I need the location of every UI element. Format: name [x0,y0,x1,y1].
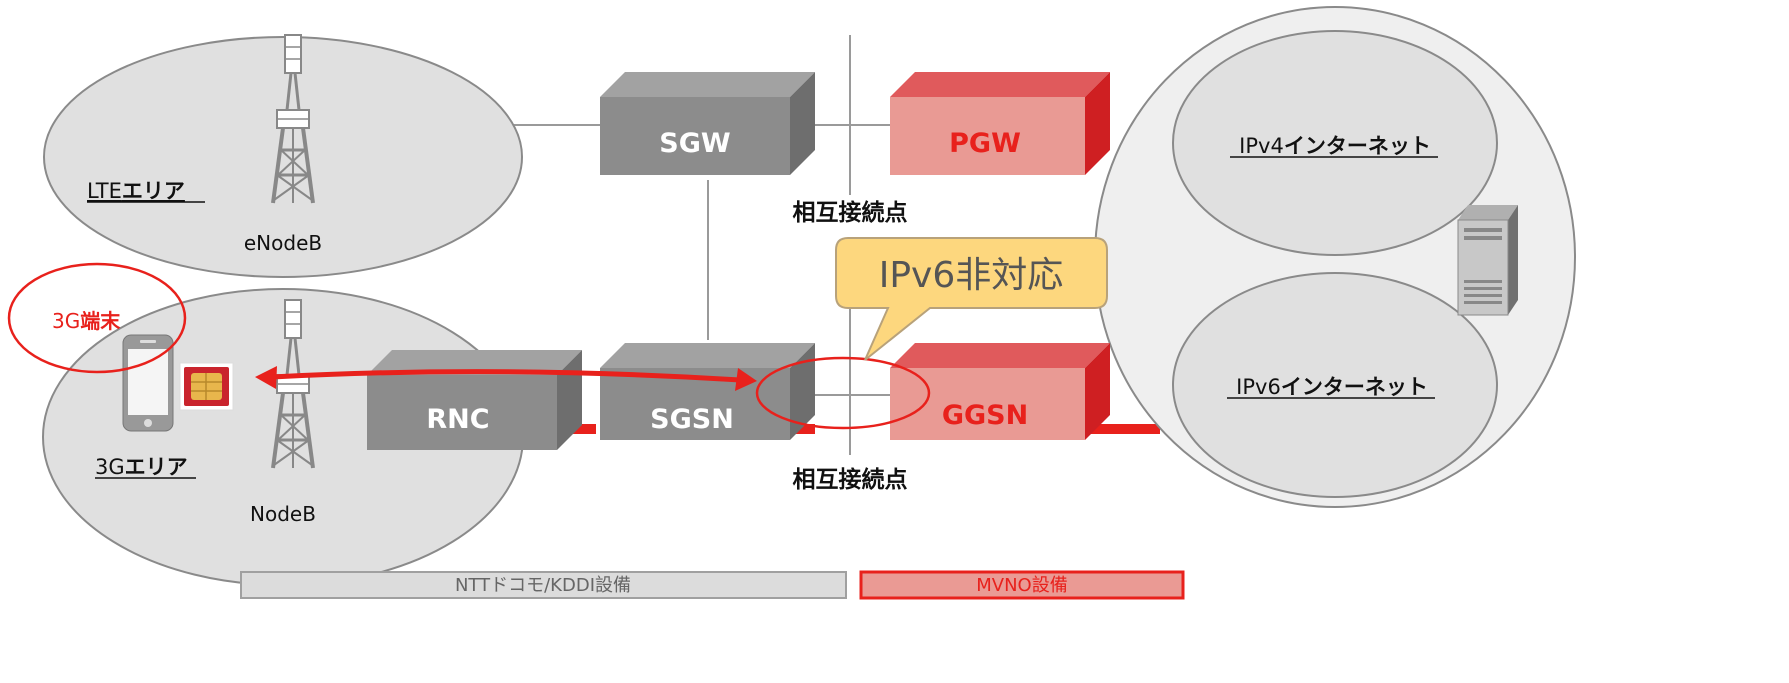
legend-mvno-box [859,570,1185,600]
sgsn-node [600,343,815,440]
lte-area [43,36,523,278]
sgsn-ggsn-highlight [755,356,931,430]
legend: NTTドコモ/KDDI設備 MVNO設備 [240,570,1185,600]
sgsn-label: SGSN [650,404,734,435]
sgw-node [600,72,815,175]
pgw-label: PGW [949,128,1021,159]
ggsn-node [890,343,1110,440]
interconnect-label-lower: 相互接続点 [793,466,908,493]
interconnect-label-upper: 相互接続点 [793,199,908,226]
3g-terminal-label: 3G端末 [52,309,121,333]
callout-text: IPv6非対応 [879,255,1064,296]
connection-arrow [255,366,757,391]
sgw-label: SGW [659,128,730,159]
legend-carrier-box [240,571,847,599]
server-icon [1457,205,1518,316]
sim-card-icon [179,362,234,411]
nodeb-label: NodeB [250,502,316,526]
lte-area-label: LTEエリア [87,179,185,203]
internet-region [1094,6,1576,508]
legend-mvno-label: MVNO設備 [976,575,1067,596]
ipv4-internet-label: IPv4インターネット [1239,134,1431,158]
ipv6-unsupported-callout [835,237,1108,361]
legend-carrier-label: NTTドコモ/KDDI設備 [455,575,631,596]
ipv6-internet-cloud [1172,272,1498,498]
phone-icon [122,334,174,432]
ipv6-internet-label: IPv6インターネット [1236,375,1428,399]
rnc-label: RNC [426,404,489,435]
ipv4-internet-cloud [1172,30,1498,256]
rnc-node [367,350,582,450]
enodeb-label: eNodeB [244,231,322,255]
3g-area-label: 3Gエリア [95,455,188,479]
pgw-node [890,72,1110,175]
ggsn-label: GGSN [942,400,1028,431]
terminal-highlight [7,262,187,374]
